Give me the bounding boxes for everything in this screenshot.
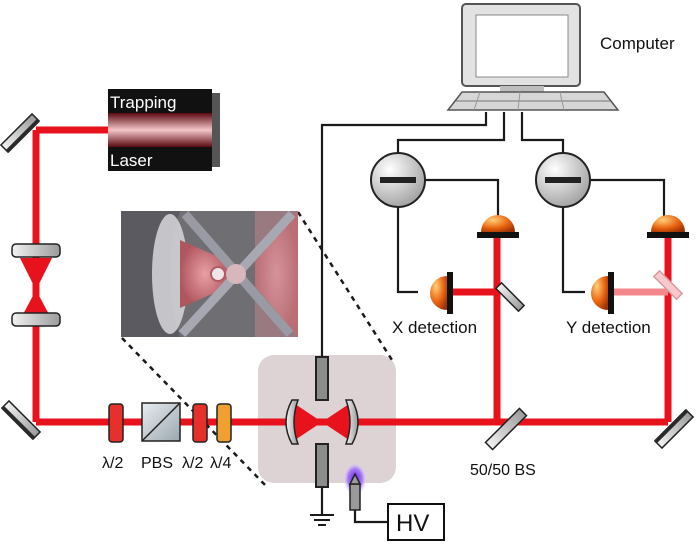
mirror-icon (653, 408, 695, 450)
lens-icon (11, 312, 61, 327)
lens-telescope (11, 243, 61, 327)
x-detection-label: X detection (392, 318, 477, 337)
trap-lens-left (285, 399, 300, 445)
half-wave-label-1: λ/2 (102, 455, 123, 472)
beam-splitter-label: 50/50 BS (470, 462, 536, 479)
electrode-top (315, 356, 329, 401)
hv-label: HV (396, 510, 429, 537)
trap-inset-image (121, 210, 298, 338)
photodiode-icon (647, 215, 689, 238)
laser-icon (108, 89, 220, 171)
mirror-icon (0, 399, 42, 441)
pbs-label: PBS (141, 455, 173, 472)
beam-splitter-50-50 (484, 407, 528, 451)
hv-supply (387, 503, 445, 541)
half-wave-label-2: λ/2 (182, 455, 203, 472)
computer-label: Computer (600, 34, 675, 53)
trap-lens-right (344, 399, 359, 445)
balanced-detector-icon (535, 152, 591, 208)
computer-icon (446, 3, 620, 111)
photodiode-icon (591, 272, 614, 314)
lens-icon (11, 243, 61, 258)
trap-focus (295, 404, 349, 440)
y-detection-label: Y detection (566, 318, 651, 337)
laser-label-bottom: Laser (110, 151, 153, 170)
ground-icon (310, 514, 334, 526)
balanced-detector-icon (370, 152, 426, 208)
half-wave-plate-2 (192, 403, 208, 443)
photodiode-icon (430, 272, 453, 314)
pickoff-mirror-x (494, 281, 526, 313)
photodiode-icon (477, 215, 519, 238)
electrode-bottom (315, 443, 329, 488)
needle-electrode-icon (348, 472, 362, 511)
mirror-icon (0, 112, 41, 154)
quarter-wave-label: λ/4 (210, 455, 231, 472)
half-wave-plate-1 (108, 403, 124, 443)
pickoff-mirror-y (652, 269, 684, 301)
laser-label-top: Trapping (110, 93, 176, 112)
quarter-wave-plate (216, 403, 232, 443)
